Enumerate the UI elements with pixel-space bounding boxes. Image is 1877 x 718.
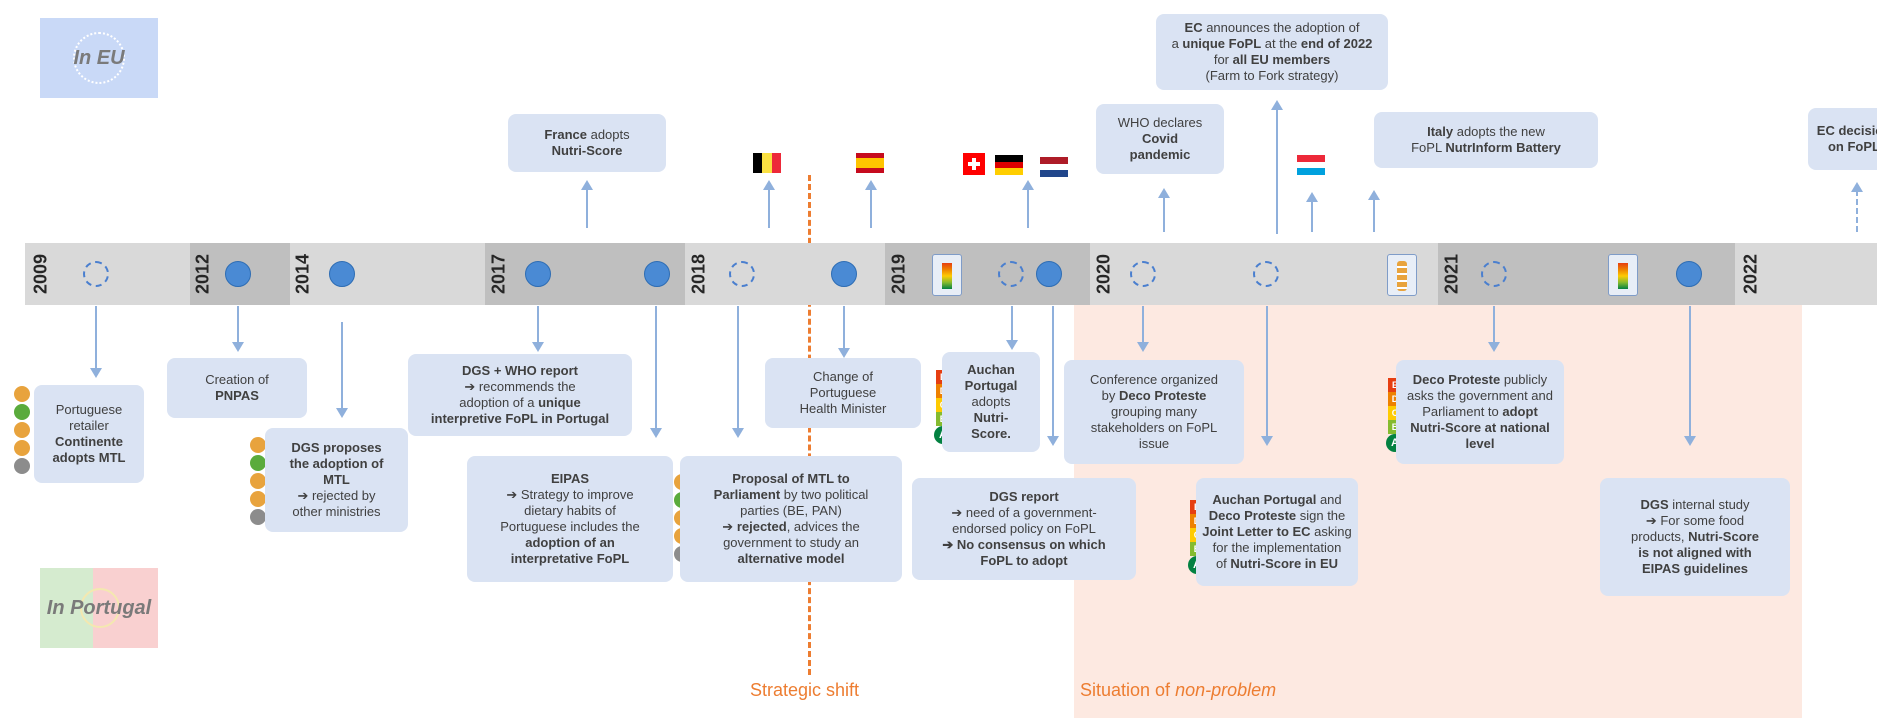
non-problem-label: Situation of non-problem <box>1080 680 1277 700</box>
arrow-eipas <box>655 306 657 430</box>
mtl-label-icon <box>1387 254 1417 296</box>
in-portugal-label: In Portugal <box>46 596 152 619</box>
event-dot <box>831 261 857 287</box>
arrow-spain <box>870 186 872 228</box>
event-ec-decision: EC decisionon FoPL <box>1808 108 1877 170</box>
in-eu-badge: In EU <box>40 18 158 98</box>
arrow-deco-asks <box>1493 306 1495 344</box>
arrow-dgs-internal <box>1689 306 1691 438</box>
event-dot <box>1130 261 1156 287</box>
arrow-conference <box>1142 306 1144 344</box>
year-label: 2020 <box>1093 253 1114 295</box>
event-dot <box>329 261 355 287</box>
event-dot <box>1481 261 1507 287</box>
event-dot <box>525 261 551 287</box>
mtl-label-icon <box>14 386 30 474</box>
arrow-switzerland-germany-netherlands <box>1027 186 1029 228</box>
nutriscore-label-icon <box>1608 254 1638 296</box>
mtl-label-icon <box>250 437 266 525</box>
event-dot <box>644 261 670 287</box>
year-label: 2017 <box>488 253 509 295</box>
arrow-pnpas <box>237 306 239 344</box>
arrow-continente <box>95 306 97 370</box>
arrow-dgs-report <box>1052 306 1054 438</box>
arrow-ec-decision <box>1856 190 1858 232</box>
event-dot <box>729 261 755 287</box>
arrow-dgs-who <box>537 306 539 344</box>
arrow-auchan <box>1011 306 1013 342</box>
arrow-ec-announces <box>1276 106 1278 234</box>
year-label: 2021 <box>1441 253 1462 295</box>
arrow-health-minister <box>843 306 845 350</box>
portugal-shield-icon <box>80 588 120 628</box>
arrow-belgium <box>768 186 770 228</box>
belgium-flag-icon <box>753 153 781 173</box>
arrow-france <box>586 186 588 228</box>
arrow-joint-letter <box>1266 306 1268 438</box>
year-label: 2009 <box>30 253 51 295</box>
event-dot <box>1036 261 1062 287</box>
strategic-shift-label: Strategic shift <box>750 680 860 700</box>
event-dot <box>1253 261 1279 287</box>
arrow-proposal <box>737 306 739 430</box>
spain-flag-icon <box>856 153 884 173</box>
arrow-italy <box>1373 198 1375 232</box>
luxembourg-flag-icon <box>1297 155 1325 176</box>
year-label: 2012 <box>192 253 213 295</box>
event-dot <box>83 261 109 287</box>
nutriscore-label-icon <box>932 254 962 296</box>
year-label: 2019 <box>888 253 909 295</box>
event-dot <box>1676 261 1702 287</box>
event-dot <box>998 261 1024 287</box>
switzerland-flag-icon <box>963 153 985 175</box>
year-label: 2022 <box>1740 253 1761 295</box>
arrow-luxembourg <box>1311 200 1313 232</box>
arrow-dgs-proposes <box>341 322 343 410</box>
eu-stars-icon <box>73 32 125 84</box>
year-label: 2014 <box>292 253 313 295</box>
event-dot <box>225 261 251 287</box>
in-eu-label: In EU <box>73 46 125 69</box>
netherlands-flag-icon <box>1040 157 1068 178</box>
year-label: 2018 <box>688 253 709 295</box>
in-portugal-badge: In Portugal <box>40 568 158 648</box>
event-dgs-report: DGS report➔ need of a government-endorse… <box>912 478 1136 580</box>
germany-flag-icon <box>995 155 1023 176</box>
arrow-who <box>1163 196 1165 232</box>
